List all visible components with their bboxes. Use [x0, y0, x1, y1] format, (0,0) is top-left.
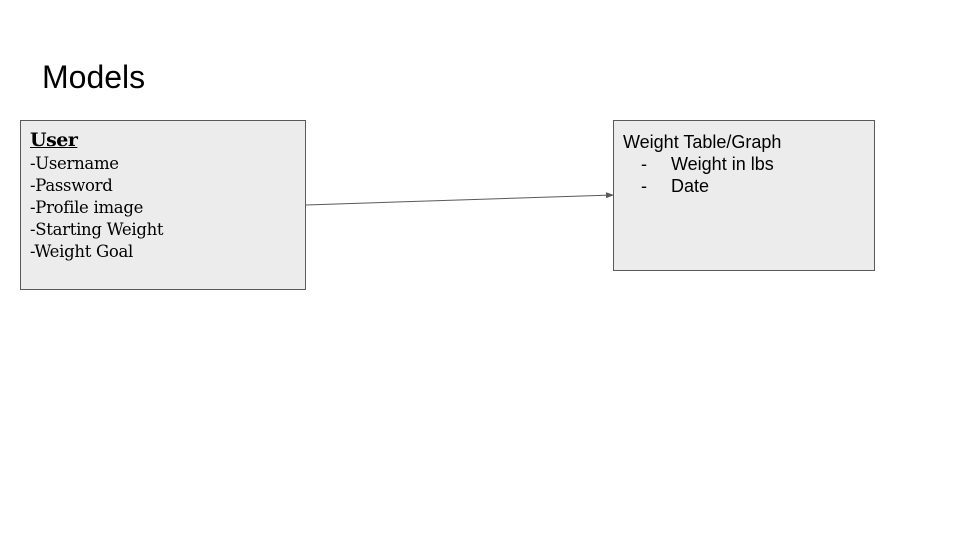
weight-field-weight: - Weight in lbs: [623, 153, 865, 175]
weight-field-label: Weight in lbs: [671, 154, 774, 174]
weight-model-heading: Weight Table/Graph: [623, 132, 782, 152]
bullet-marker: -: [641, 176, 647, 196]
user-model-box: User -Username -Password -Profile image …: [20, 120, 306, 290]
user-field-password: -Password: [30, 176, 113, 195]
weight-model-box: Weight Table/Graph - Weight in lbs - Dat…: [613, 120, 875, 271]
connector-arrow: [305, 192, 614, 206]
weight-field-label: Date: [671, 176, 710, 196]
user-field-profile-image: -Profile image: [30, 198, 144, 217]
user-field-starting-weight: -Starting Weight: [30, 220, 164, 239]
slide-title: Models: [42, 59, 146, 95]
user-model-heading: User: [30, 129, 78, 151]
weight-field-date: - Date: [623, 175, 865, 197]
user-field-weight-goal: -Weight Goal: [30, 242, 134, 261]
user-field-username: -Username: [30, 154, 119, 173]
bullet-marker: -: [641, 154, 647, 174]
